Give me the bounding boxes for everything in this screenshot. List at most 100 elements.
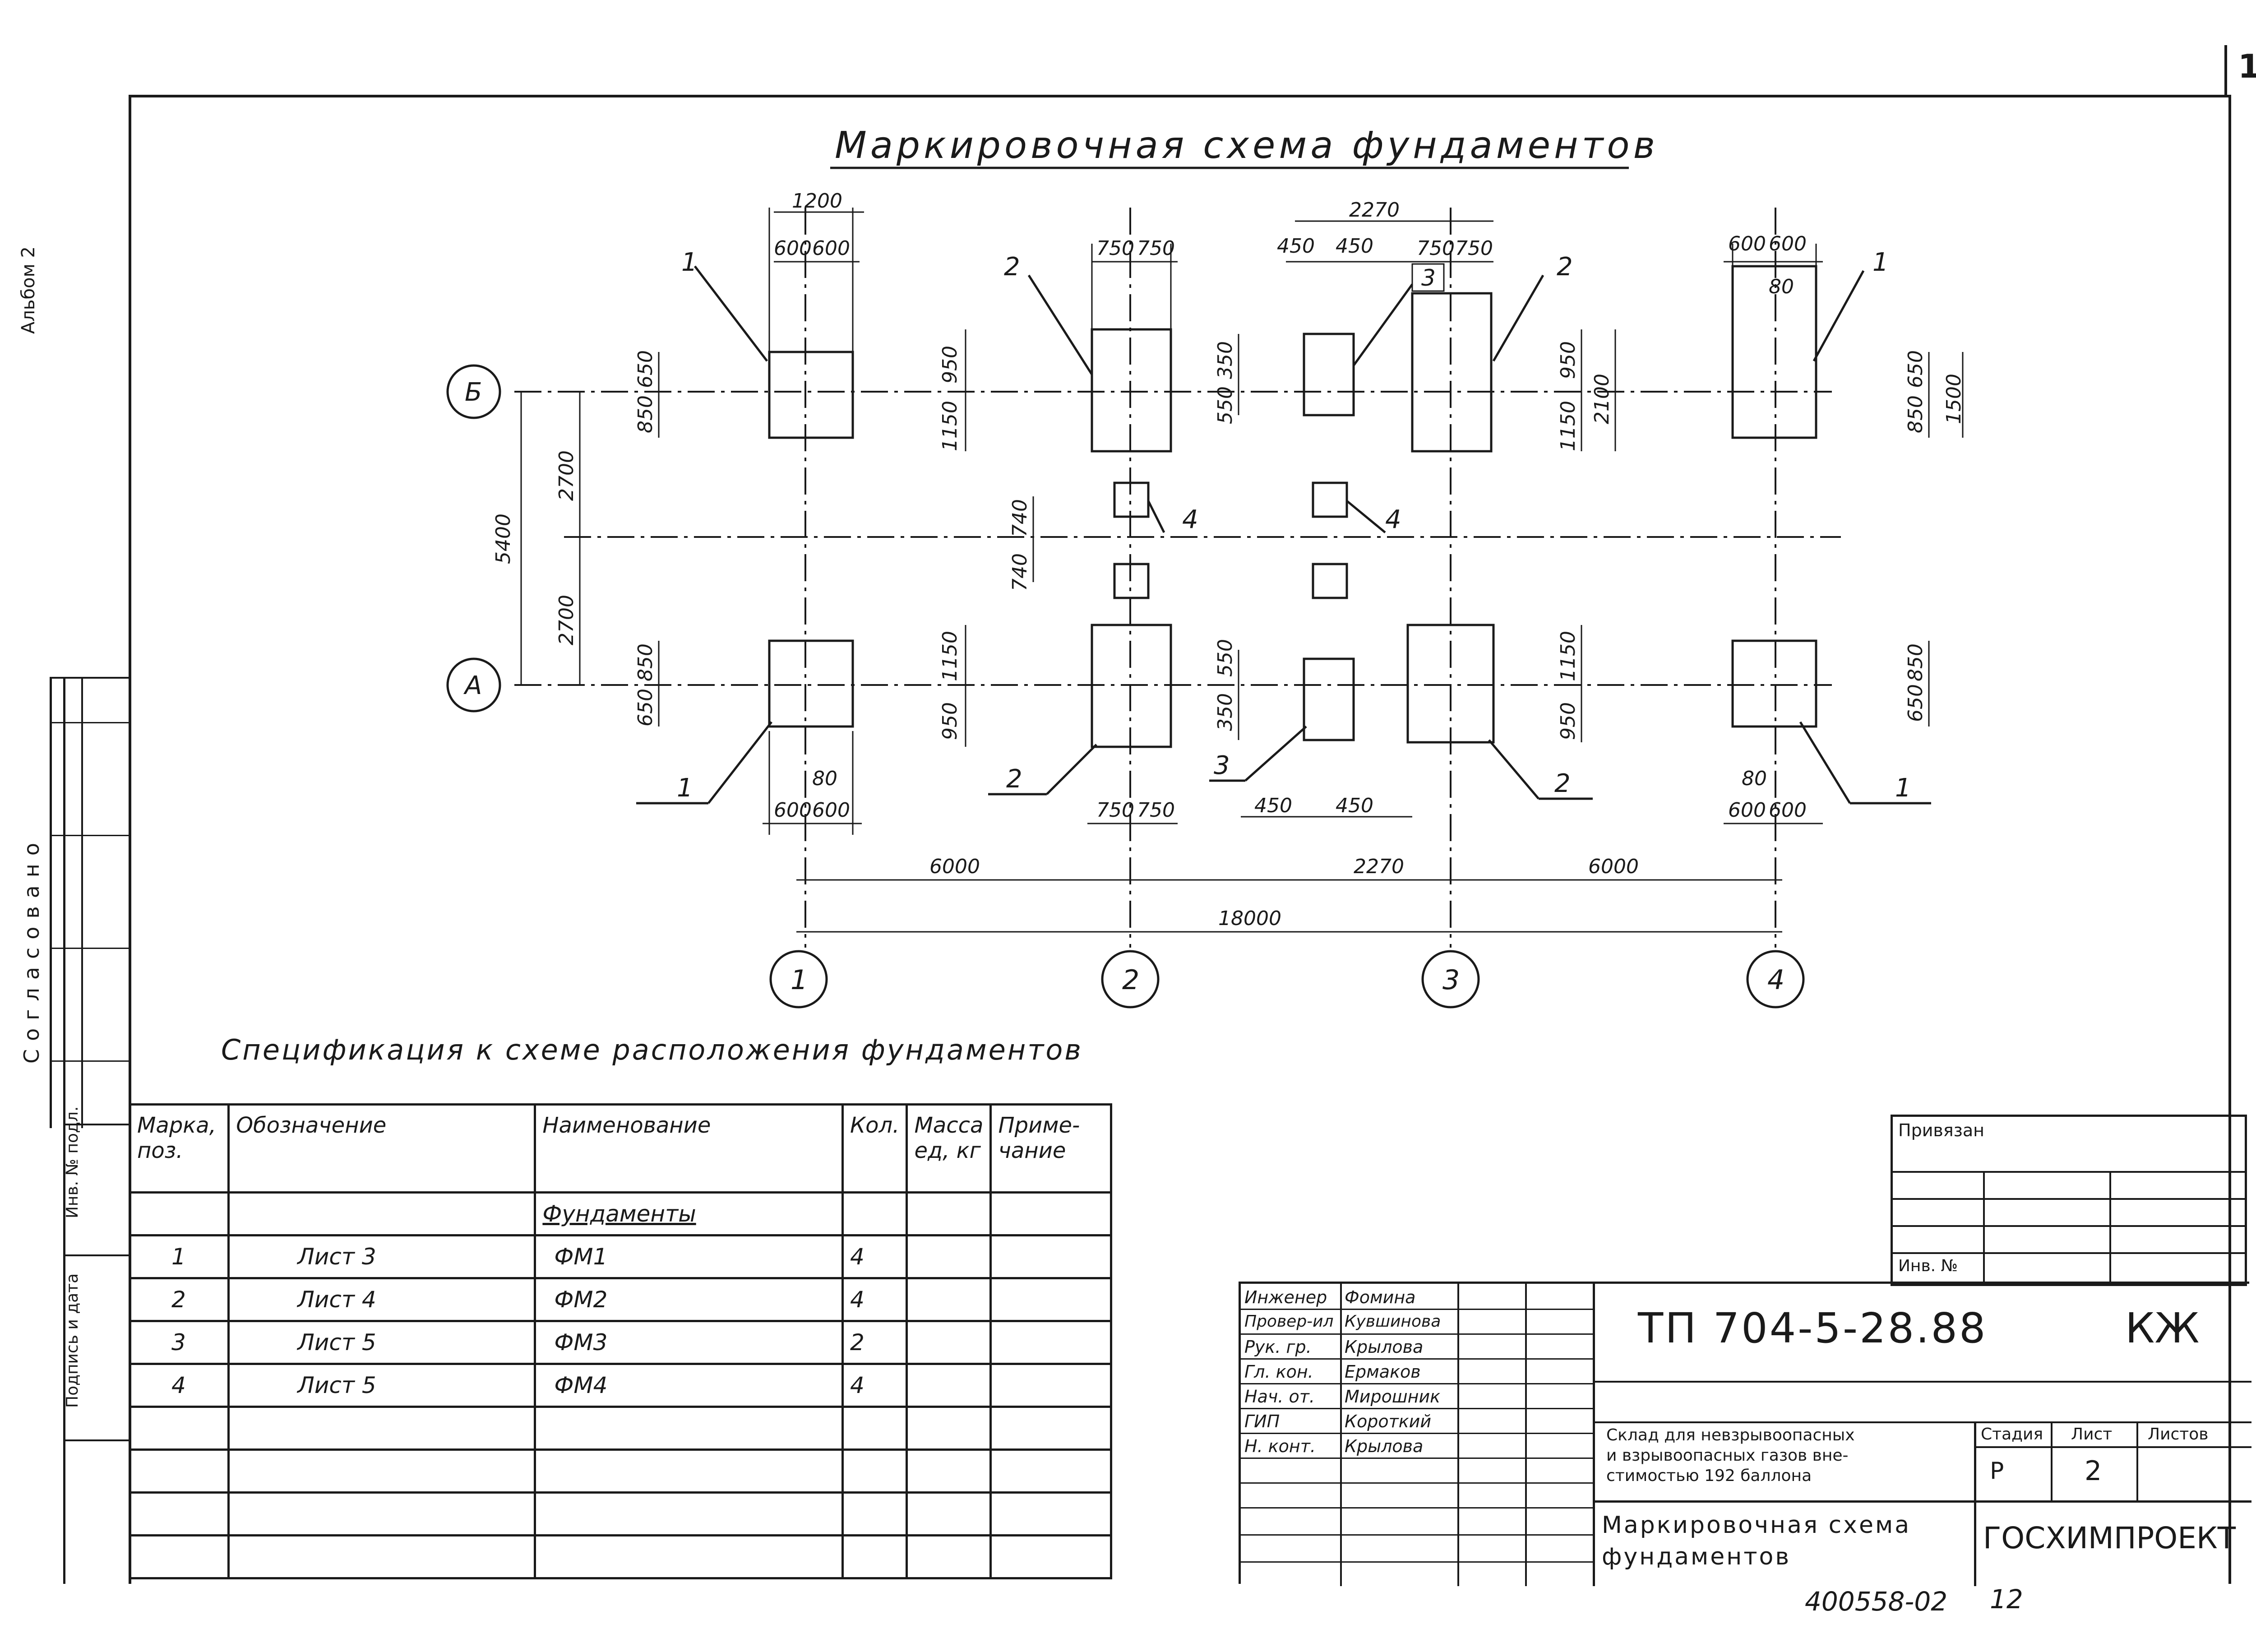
- svg-text:750: 750: [1096, 799, 1134, 822]
- mark-2-b3: 2: [1557, 252, 1573, 282]
- spec-header-mass: Масса ед, кг: [906, 1103, 992, 1194]
- tb-name-4: Мирошник: [1345, 1387, 1441, 1407]
- tb-role-2: Рук. гр.: [1244, 1337, 1312, 1357]
- mark-4-left: 4: [1182, 505, 1198, 534]
- svg-text:550: 550: [1214, 386, 1237, 424]
- svg-text:450: 450: [1277, 235, 1315, 258]
- svg-text:2700: 2700: [555, 450, 578, 501]
- title-block: Инженер Фомина Провер-ил Кувшинова Рук. …: [1239, 1282, 2251, 1586]
- table-row: 1 Лист 3 ФМ1 4: [128, 1234, 1112, 1279]
- svg-text:740: 740: [1008, 553, 1031, 591]
- svg-text:600: 600: [1728, 232, 1766, 255]
- tb-name-5: Короткий: [1345, 1411, 1432, 1431]
- axis-bubble-a: [446, 657, 501, 713]
- foundation-1-b4: [1731, 265, 1817, 439]
- svg-text:2700: 2700: [555, 595, 578, 645]
- mark-4-right: 4: [1385, 505, 1401, 534]
- foundation-2-b2: [1091, 328, 1172, 453]
- tb-role-3: Гл. кон.: [1244, 1362, 1313, 1382]
- table-row: 2 Лист 4 ФМ2 4: [128, 1277, 1112, 1322]
- svg-text:750: 750: [1096, 237, 1134, 260]
- left-margin-stamp: [63, 677, 131, 1584]
- mark-2-a3: 2: [1554, 769, 1571, 798]
- axis-bubble-b: [446, 364, 501, 419]
- svg-text:18000: 18000: [1218, 907, 1281, 930]
- tb-role-5: ГИП: [1244, 1411, 1280, 1431]
- svg-text:80: 80: [1769, 275, 1794, 298]
- axis-number-2: 2: [1122, 964, 1139, 996]
- tb-role-1: Провер-ил: [1244, 1312, 1334, 1331]
- table-row: 4 Лист 5 ФМ4 4: [128, 1363, 1112, 1408]
- svg-text:600: 600: [1769, 799, 1807, 822]
- svg-text:2270: 2270: [1349, 199, 1400, 222]
- mark-1-b1: 1: [681, 248, 698, 277]
- foundation-2-b3: [1411, 292, 1493, 453]
- tb-role-0: Инженер: [1244, 1287, 1327, 1307]
- svg-text:750: 750: [1455, 237, 1493, 260]
- svg-text:1500: 1500: [1942, 374, 1965, 424]
- foundation-1-b1: [768, 351, 854, 439]
- table-row: [128, 1491, 1112, 1536]
- svg-text:1150: 1150: [1557, 401, 1580, 451]
- tb-role-4: Нач. от.: [1244, 1387, 1315, 1407]
- attached-label: Привязан: [1898, 1120, 1984, 1140]
- object-line-3: стимостью 192 баллона: [1606, 1467, 1812, 1485]
- sheet-header: Лист: [2071, 1425, 2113, 1444]
- tb-name-1: Кувшинова: [1345, 1312, 1441, 1331]
- spec-title: Спецификация к схеме расположения фундам…: [221, 1033, 1083, 1066]
- mark-3-b3: 3: [1421, 265, 1436, 291]
- spec-header-name: Наименование: [534, 1103, 844, 1194]
- foundation-4-3: [1312, 481, 1348, 518]
- svg-text:350: 350: [1214, 693, 1237, 731]
- foundation-2-a2: [1091, 624, 1172, 748]
- org-name: ГОСХИМПРОЕКТ: [1983, 1521, 2236, 1555]
- svg-text:950: 950: [938, 346, 962, 384]
- tb-role-6: Н. конт.: [1244, 1436, 1316, 1456]
- stage-value: Р: [1990, 1458, 2004, 1485]
- svg-text:600: 600: [774, 799, 812, 822]
- left-margin-grid: [50, 677, 129, 1128]
- svg-text:850: 850: [634, 395, 657, 433]
- svg-text:950: 950: [938, 702, 962, 740]
- spec-header-row: Марка, поз. Обозначение Наименование Кол…: [128, 1103, 1112, 1194]
- table-row: 3 Лист 5 ФМ3 2: [128, 1320, 1112, 1365]
- svg-text:650: 650: [1904, 684, 1927, 722]
- mark-1-b4: 1: [1872, 248, 1889, 277]
- mark-2-a2: 2: [1006, 764, 1022, 794]
- plan-title: Маркировочная схема фундаментов: [835, 124, 1659, 167]
- svg-text:600: 600: [1728, 799, 1766, 822]
- svg-text:450: 450: [1336, 235, 1373, 258]
- svg-text:1200: 1200: [792, 190, 842, 213]
- table-row: [128, 1406, 1112, 1451]
- spec-group-label: Фундаменты: [534, 1191, 844, 1236]
- svg-text:600: 600: [1769, 232, 1807, 255]
- axis-bubble-3: [1421, 950, 1480, 1009]
- sheets-header: Листов: [2148, 1425, 2209, 1444]
- left-lower-strip: [63, 1124, 129, 1584]
- svg-text:750: 750: [1417, 237, 1455, 260]
- axis-number-4: 4: [1767, 964, 1784, 996]
- svg-text:600: 600: [812, 799, 850, 822]
- svg-text:1150: 1150: [1557, 631, 1580, 681]
- svg-text:850: 850: [634, 643, 657, 681]
- table-row: [128, 1534, 1112, 1579]
- foundation-1-a1: [768, 639, 854, 728]
- svg-text:650: 650: [1904, 350, 1927, 388]
- svg-text:6000: 6000: [1588, 855, 1639, 878]
- foundation-4-4: [1312, 563, 1348, 599]
- tb-name-3: Ермаков: [1345, 1362, 1421, 1382]
- svg-text:1150: 1150: [938, 401, 962, 451]
- sheet-frame: [129, 95, 2231, 1584]
- svg-text:5400: 5400: [492, 514, 515, 564]
- svg-text:750: 750: [1137, 799, 1175, 822]
- spec-header-note: Приме- чание: [989, 1103, 1112, 1194]
- spec-table: Марка, поз. Обозначение Наименование Кол…: [128, 1103, 1112, 1579]
- axis-letter-b: Б: [465, 378, 482, 407]
- svg-text:450: 450: [1336, 794, 1373, 817]
- svg-text:2270: 2270: [1354, 855, 1404, 878]
- svg-text:350: 350: [1214, 341, 1237, 379]
- svg-text:850: 850: [1904, 643, 1927, 681]
- drawing-title-1: Маркировочная схема: [1602, 1512, 1911, 1539]
- svg-text:1150: 1150: [938, 631, 962, 681]
- tb-name-0: Фомина: [1345, 1287, 1416, 1307]
